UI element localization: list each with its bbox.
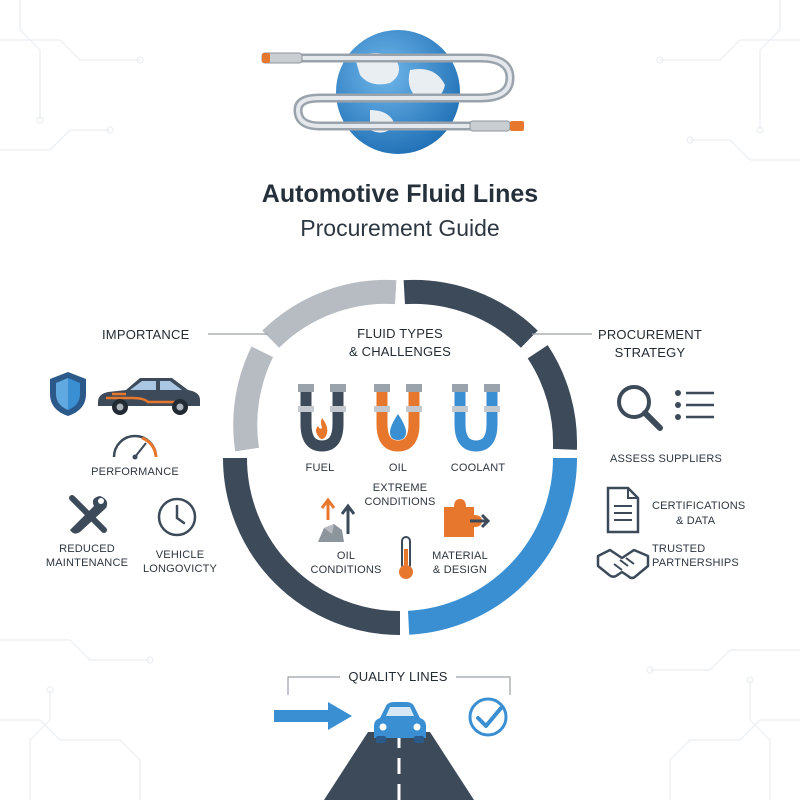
oil-conditions-label-1: OIL — [336, 550, 356, 562]
arrow-right-icon — [274, 702, 352, 730]
clock-icon — [157, 497, 197, 537]
ring-segment-left-lower — [223, 457, 401, 635]
handshake-icon — [596, 548, 650, 580]
procurement-heading-1: PROCUREMENT — [597, 327, 703, 342]
checkmark-icon — [468, 697, 508, 737]
coolant-label: COOLANT — [450, 462, 506, 474]
ring-segment-top-right — [403, 279, 538, 348]
coolant-pipe-icon — [452, 384, 500, 452]
performance-label: PERFORMANCE — [91, 466, 179, 478]
trusted-label-1: TRUSTED — [652, 543, 706, 555]
certifications-label-2: & DATA — [676, 515, 716, 527]
oil-label: OIL — [388, 462, 408, 474]
road-icon — [324, 732, 474, 800]
globe-pipe-illustration — [261, 30, 524, 154]
trusted-label-2: PARTNERSHIPS — [652, 557, 739, 569]
thermometer-icon — [399, 536, 413, 579]
fuel-label: FUEL — [305, 462, 335, 474]
fluid-pipe — [293, 53, 515, 131]
car-icon — [98, 378, 200, 415]
ring-segment-right-lower — [407, 457, 577, 635]
fuel-pipe-icon — [298, 384, 346, 452]
quality-lines-heading: QUALITY LINES — [348, 669, 448, 684]
shield-icon — [50, 372, 86, 416]
extreme-label-2: CONDITIONS — [364, 496, 436, 508]
material-label-2: & DESIGN — [432, 564, 488, 576]
puzzle-arrow-icon — [444, 499, 491, 537]
gauge-icon — [112, 434, 158, 460]
ring-segment-left-upper — [233, 346, 274, 452]
ring-segment-top-left — [262, 279, 397, 348]
fluid-types-heading-2: & CHALLENGES — [348, 344, 452, 359]
car-front-icon — [374, 702, 426, 743]
page-title: Automotive Fluid Lines — [261, 180, 539, 208]
magnifier-icon — [617, 385, 663, 431]
longevity-label-2: LONGOVICTY — [142, 563, 218, 575]
extreme-label-1: EXTREME — [372, 482, 428, 494]
material-label-1: MATERIAL — [432, 550, 488, 562]
page-subtitle: Procurement Guide — [300, 215, 500, 241]
certifications-label-1: CERTIFICATIONS — [652, 500, 746, 512]
ring-segment-right-upper — [527, 345, 577, 450]
reduced-label-1: REDUCED — [59, 543, 115, 555]
assess-suppliers-label: ASSESS SUPPLIERS — [609, 453, 723, 465]
fluid-types-heading-1: FLUID TYPES — [357, 326, 443, 341]
importance-heading: IMPORTANCE — [102, 327, 190, 342]
reduced-label-2: MAINTENANCE — [45, 557, 129, 569]
document-icon — [606, 486, 640, 534]
oil-pipe-icon — [374, 384, 422, 452]
list-icon — [675, 390, 714, 420]
longevity-label-1: VEHICLE — [155, 549, 205, 561]
oil-conditions-label-2: CONDITIONS — [310, 564, 382, 576]
wrench-screwdriver-icon — [69, 495, 108, 534]
rock-arrows-icon — [318, 497, 356, 542]
procurement-heading-2: STRATEGY — [614, 345, 686, 360]
